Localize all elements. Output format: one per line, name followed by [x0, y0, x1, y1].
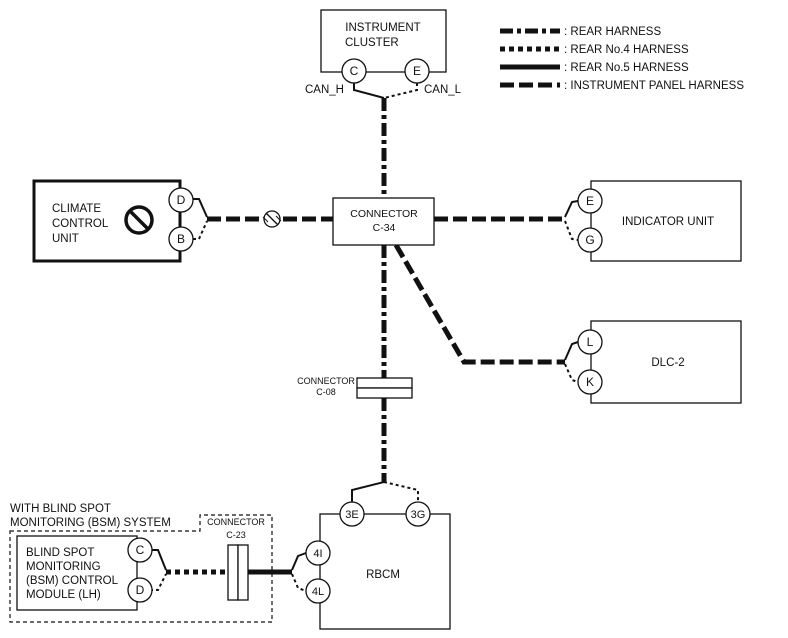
- pin-4l-connector: [305, 578, 331, 604]
- wire-indicator-pin-g: [564, 220, 579, 241]
- pin-b-connector: [168, 226, 194, 252]
- connector-c23-right: [237, 544, 249, 601]
- dlc2: DLC-2 L K: [577, 320, 742, 404]
- wire-climate-pin-d: [193, 198, 208, 218]
- pin-d-connector: [168, 187, 194, 213]
- wire-indicator-pin-e: [564, 200, 579, 218]
- wire-dlc2-pin-k: [564, 363, 579, 383]
- wire-rbcm-pin-3e: [351, 481, 385, 502]
- wire-climate-pin-b: [193, 220, 208, 240]
- indicator-unit: INDICATOR UNIT E G: [577, 180, 742, 262]
- bsm-group-label-2: MONITORING (BSM) SYSTEM: [10, 517, 171, 529]
- pin-d-label: D: [177, 193, 186, 207]
- climate-label-3: UNIT: [52, 233, 79, 245]
- pin-e-connector: [404, 58, 430, 84]
- pin-e-label: E: [586, 194, 594, 208]
- instrument-cluster: INSTRUMENT CLUSTER C E CAN_H CAN_L: [305, 9, 462, 96]
- wire-rbcm-pin-3g: [383, 481, 419, 502]
- bsm-module: BLIND SPOT MONITORING (BSM) CONTROL MODU…: [16, 535, 153, 611]
- indicator-unit-label: INDICATOR UNIT: [622, 216, 714, 228]
- connector-c34-label-2: C-34: [373, 222, 396, 234]
- pin-c-connector: [127, 537, 153, 563]
- legend-instrument-panel-text: : INSTRUMENT PANEL HARNESS: [564, 80, 744, 92]
- connector-c34-label-1: CONNECTOR: [350, 208, 418, 220]
- pin-c-label: C: [136, 543, 145, 557]
- bsm-group-boundary: [9, 514, 273, 623]
- pin-3e-label: 3E: [345, 509, 358, 521]
- legend-rear-harness-text: : REAR HARNESS: [564, 26, 661, 38]
- connector-c08-label-2: C-08: [316, 387, 336, 397]
- pin-4i-label: 4I: [313, 548, 322, 560]
- can-h-label: CAN_H: [305, 84, 344, 96]
- wire-rbcm-pin-4i: [291, 552, 307, 571]
- pin-d-connector: [127, 577, 153, 603]
- pin-e-label: E: [413, 64, 421, 78]
- connector-c23-left: [227, 544, 239, 601]
- bsm-group-label-1: WITH BLIND SPOT: [10, 503, 111, 515]
- wire-dlc2-pin-l: [564, 341, 579, 361]
- rbcm-label: RBCM: [366, 569, 400, 581]
- legend: : REAR HARNESS : REAR No.4 HARNESS : REA…: [500, 26, 744, 92]
- wire-bsm-pin-d: [150, 573, 167, 591]
- pin-b-label: B: [177, 232, 185, 246]
- wire-rbcm-pin-4l: [291, 573, 307, 592]
- pin-d-label: D: [136, 583, 145, 597]
- indicator-unit-box: [590, 180, 742, 262]
- pin-3g-label: 3G: [411, 509, 426, 521]
- pin-l-connector: [577, 329, 603, 355]
- pin-c-label: C: [350, 64, 359, 78]
- connector-c08-top: [356, 377, 413, 389]
- bsm-group: WITH BLIND SPOT MONITORING (BSM) SYSTEM …: [9, 503, 273, 623]
- climate-label-1: CLIMATE: [52, 203, 101, 215]
- connector-c23-label-1: CONNECTOR: [207, 517, 265, 527]
- pin-e-connector: [577, 188, 603, 214]
- connector-c08: CONNECTOR C-08: [297, 376, 413, 399]
- climate-control-unit: CLIMATE CONTROL UNIT D B: [32, 179, 282, 263]
- connector-c08-bottom: [356, 387, 413, 399]
- wire-no-symbol-icon: [262, 210, 282, 228]
- legend-rear-no4-text: : REAR No.4 HARNESS: [564, 44, 689, 56]
- pin-l-label: L: [587, 335, 594, 349]
- wire-can-h: [353, 83, 385, 99]
- wire-can-l: [383, 83, 418, 99]
- connector-c34-box: [332, 197, 435, 246]
- dlc2-box: [590, 320, 742, 404]
- no-symbol-icon: [124, 205, 154, 235]
- pin-3g-connector: [405, 501, 431, 527]
- connector-c23-label-2: C-23: [226, 530, 246, 540]
- wire-bsm-pin-c: [150, 549, 167, 571]
- can-l-label: CAN_L: [424, 84, 462, 96]
- climate-label-2: CONTROL: [52, 218, 109, 230]
- bsm-module-label-4: MODULE (LH): [26, 589, 101, 601]
- pin-g-label: G: [585, 233, 594, 247]
- bsm-module-box: [16, 535, 138, 611]
- pin-4l-label: 4L: [312, 586, 324, 598]
- rbcm-box: [319, 513, 451, 630]
- instrument-cluster-label-1: INSTRUMENT: [345, 22, 420, 34]
- pin-g-connector: [577, 227, 603, 253]
- pin-k-label: K: [586, 375, 594, 389]
- rbcm: RBCM 3E 3G 4I 4L: [305, 501, 451, 630]
- wire-c34-to-dlc2: [393, 243, 565, 365]
- bsm-module-label-2: MONITORING: [26, 561, 101, 573]
- connector-c34: CONNECTOR C-34: [332, 197, 435, 246]
- legend-rear-no5-text: : REAR No.5 HARNESS: [564, 62, 689, 74]
- connector-c08-label-1: CONNECTOR: [297, 376, 355, 386]
- dlc2-label: DLC-2: [651, 357, 684, 369]
- pin-4i-connector: [305, 540, 331, 566]
- pin-3e-connector: [339, 501, 365, 527]
- pin-c-connector: [341, 58, 367, 84]
- bsm-module-label-3: (BSM) CONTROL: [26, 575, 119, 587]
- bsm-module-label-1: BLIND SPOT: [26, 547, 94, 559]
- climate-control-unit-box: [32, 179, 182, 263]
- instrument-cluster-label-2: CLUSTER: [345, 37, 399, 49]
- wires: [150, 83, 579, 592]
- pin-k-connector: [577, 369, 603, 395]
